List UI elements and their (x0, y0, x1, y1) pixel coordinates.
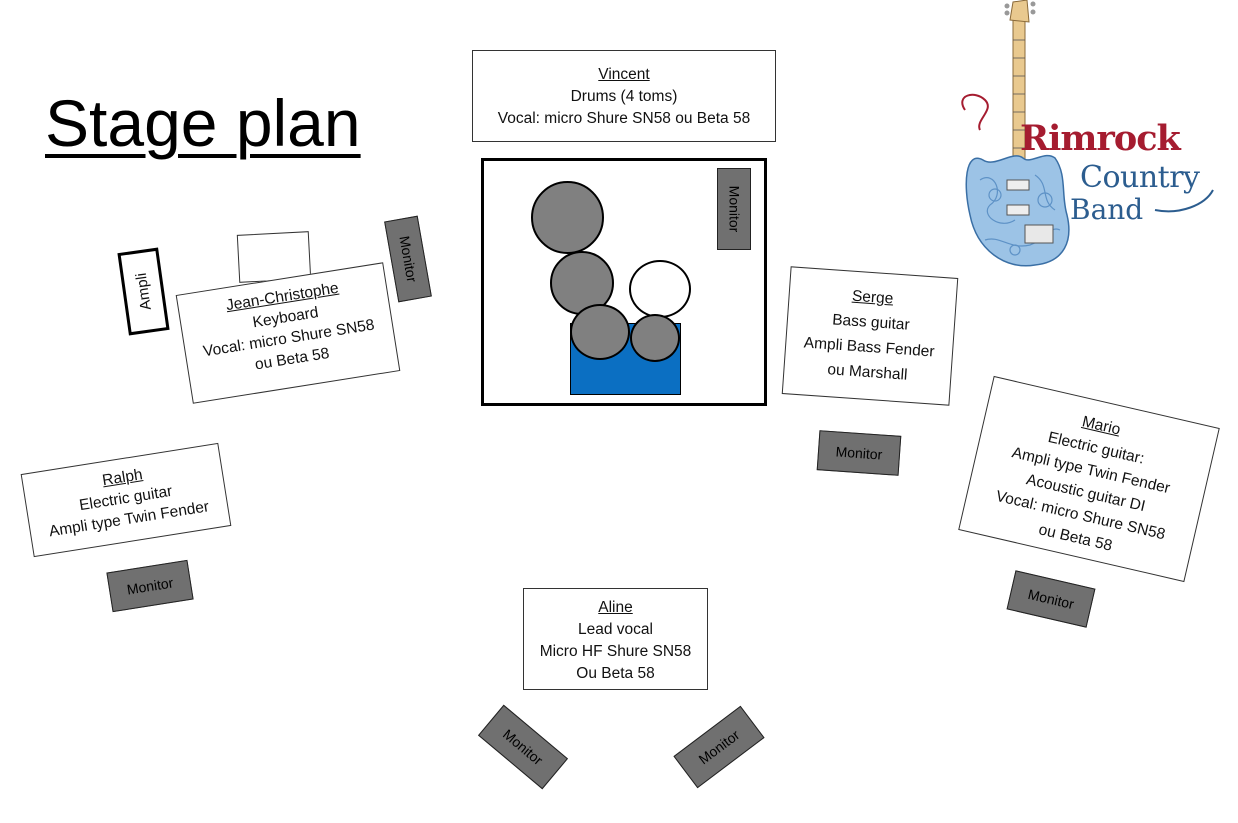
aline-monitor-left: Monitor (477, 704, 569, 790)
monitor-label: Monitor (125, 574, 175, 598)
tom-1 (531, 181, 604, 254)
aline-card: Aline Lead vocal Micro HF Shure SN58 Ou … (523, 588, 708, 690)
tom-3 (570, 304, 630, 360)
ralph-monitor: Monitor (106, 559, 194, 613)
aline-line-1: Lead vocal (578, 621, 653, 638)
vincent-line-1: Drums (4 toms) (570, 88, 678, 105)
aline-line-3: Ou Beta 58 (576, 665, 655, 682)
keyboard-ampli: Ampli (117, 247, 170, 336)
page-title: Stage plan (45, 86, 361, 160)
monitor-label: Monitor (396, 234, 420, 284)
logo-line-1: Rimrock (1020, 118, 1181, 159)
ampli-label: Ampli (132, 271, 155, 312)
aline-monitor-right: Monitor (673, 705, 765, 789)
mario-card: Mario Electric guitar: Ampli type Twin F… (958, 375, 1220, 583)
monitor-label: Monitor (695, 726, 743, 768)
monitor-label: Monitor (499, 725, 547, 769)
drum-riser: Monitor (481, 158, 767, 406)
ralph-card: Ralph Electric guitar Ampli type Twin Fe… (20, 442, 232, 558)
monitor-label: Monitor (835, 443, 883, 463)
vincent-line-2: Vocal: micro Shure SN58 ou Beta 58 (497, 110, 751, 127)
serge-card: Serge Bass guitar Ampli Bass Fender ou M… (781, 266, 959, 406)
band-logo: Rimrock Country Band (955, 0, 1225, 275)
jean-christophe-card: Jean-Christophe Keyboard Vocal: micro Sh… (175, 262, 401, 404)
drum-monitor: Monitor (717, 168, 751, 250)
logo-line-2: Country (1080, 160, 1200, 195)
serge-monitor: Monitor (816, 430, 902, 476)
bass-drum (629, 260, 691, 318)
guitar-logo-icon (961, 0, 1214, 267)
mario-monitor: Monitor (1006, 570, 1096, 628)
logo-line-3: Band (1070, 193, 1144, 226)
monitor-label: Monitor (1026, 585, 1076, 613)
aline-line-2: Micro HF Shure SN58 (539, 643, 692, 660)
tom-4 (630, 314, 680, 362)
vincent-card: Vincent Drums (4 toms) Vocal: micro Shur… (472, 50, 776, 142)
vincent-name: Vincent (598, 66, 650, 83)
keyboard-monitor: Monitor (384, 215, 432, 303)
aline-name: Aline (598, 599, 633, 616)
monitor-label: Monitor (726, 185, 742, 233)
